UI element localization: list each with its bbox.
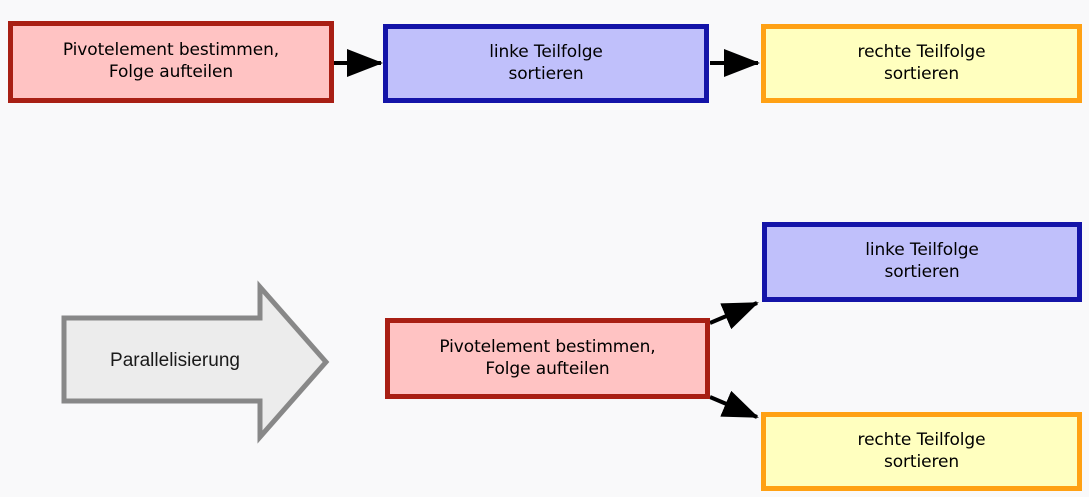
node-parallel-right-sort[interactable]: rechte Teilfolge sortieren <box>761 412 1082 491</box>
block-arrow-shape <box>61 280 330 444</box>
node-sequential-pivot[interactable]: Pivotelement bestimmen, Folge aufteilen <box>8 21 334 103</box>
node-sequential-left-sort[interactable]: linke Teilfolge sortieren <box>383 24 709 103</box>
block-arrow-label: Parallelisierung <box>110 350 240 371</box>
node-parallel-left-sort[interactable]: linke Teilfolge sortieren <box>762 222 1082 302</box>
node-parallel-pivot[interactable]: Pivotelement bestimmen, Folge aufteilen <box>385 318 710 399</box>
block-arrow-parallelization <box>61 280 330 444</box>
connector-par-pivot-to-right <box>709 390 759 419</box>
connector-par-pivot-to-left <box>709 301 759 330</box>
node-sequential-right-sort[interactable]: rechte Teilfolge sortieren <box>761 24 1082 103</box>
